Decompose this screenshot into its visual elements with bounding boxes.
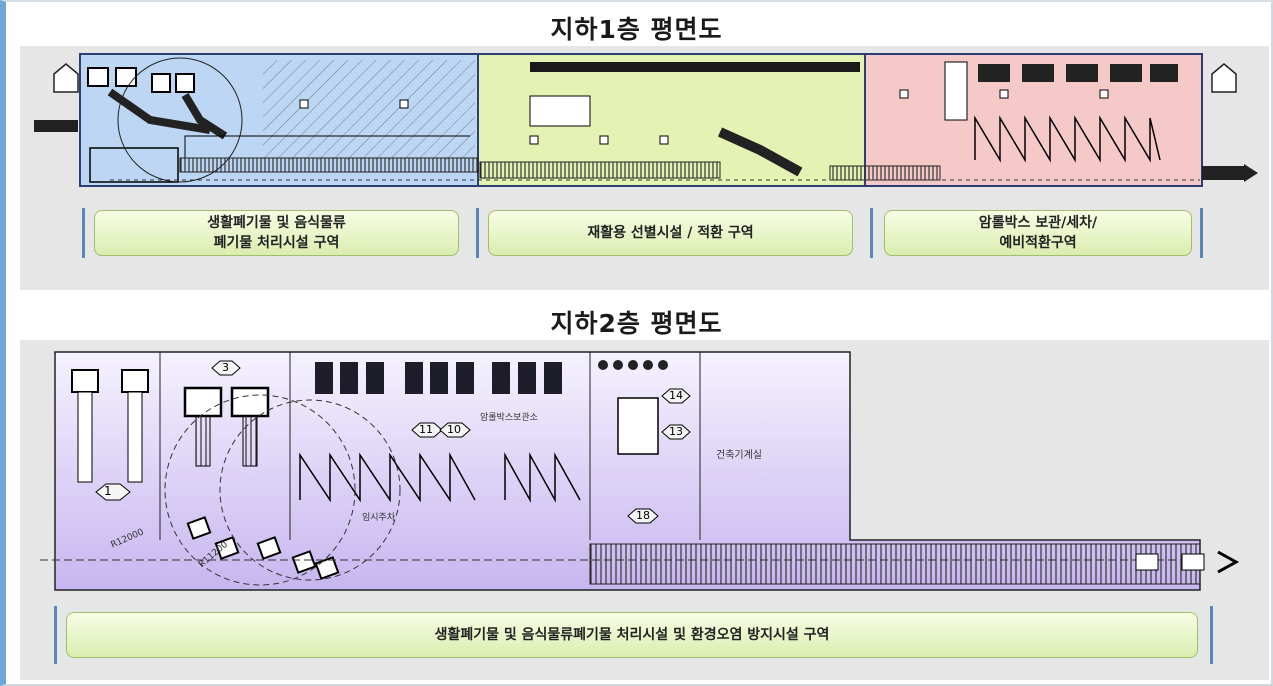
b2-storage-label: 암롤박스보관소 (480, 413, 538, 423)
b1-zone-armroll-label: 암롤박스 보관/세차/ 예비적환구역 (884, 210, 1192, 256)
b2-marker-group (95, 360, 691, 524)
b2-divider-2 (1210, 606, 1213, 664)
b1-zone-recycle-label: 재활용 선별시설 / 적환 구역 (488, 210, 853, 256)
b2-parking-label: 임시주차 (362, 513, 396, 523)
b1-divider-4 (1200, 208, 1203, 258)
b1-divider-1 (82, 208, 85, 258)
b1-divider-2 (476, 208, 479, 258)
b2-marker-11: 11 (419, 423, 433, 436)
b1-title: 지하1층 평면도 (550, 15, 723, 44)
b1-floor-plan (34, 53, 1258, 187)
b2-marker-10: 10 (447, 423, 461, 436)
b2-marker-3: 3 (222, 361, 229, 374)
b2-marker-13: 13 (669, 425, 683, 438)
b2-divider-1 (54, 606, 57, 664)
b2-marker-14: 14 (669, 389, 683, 402)
b2-plan-outline (54, 351, 1201, 591)
b2-zone-label: 생활폐기물 및 음식물류폐기물 처리시설 및 환경오염 방지시설 구역 (66, 612, 1198, 658)
b2-marker-18: 18 (636, 509, 650, 522)
b2-floor-plan (40, 351, 1240, 591)
b2-marker-1: 1 (104, 484, 112, 498)
b2-room-label: 건축기계실 (716, 450, 762, 461)
b1-zone-waste-label: 생활폐기물 및 음식물류 폐기물 처리시설 구역 (94, 210, 459, 256)
b1-divider-3 (870, 208, 873, 258)
b2-title: 지하2층 평면도 (550, 309, 723, 338)
